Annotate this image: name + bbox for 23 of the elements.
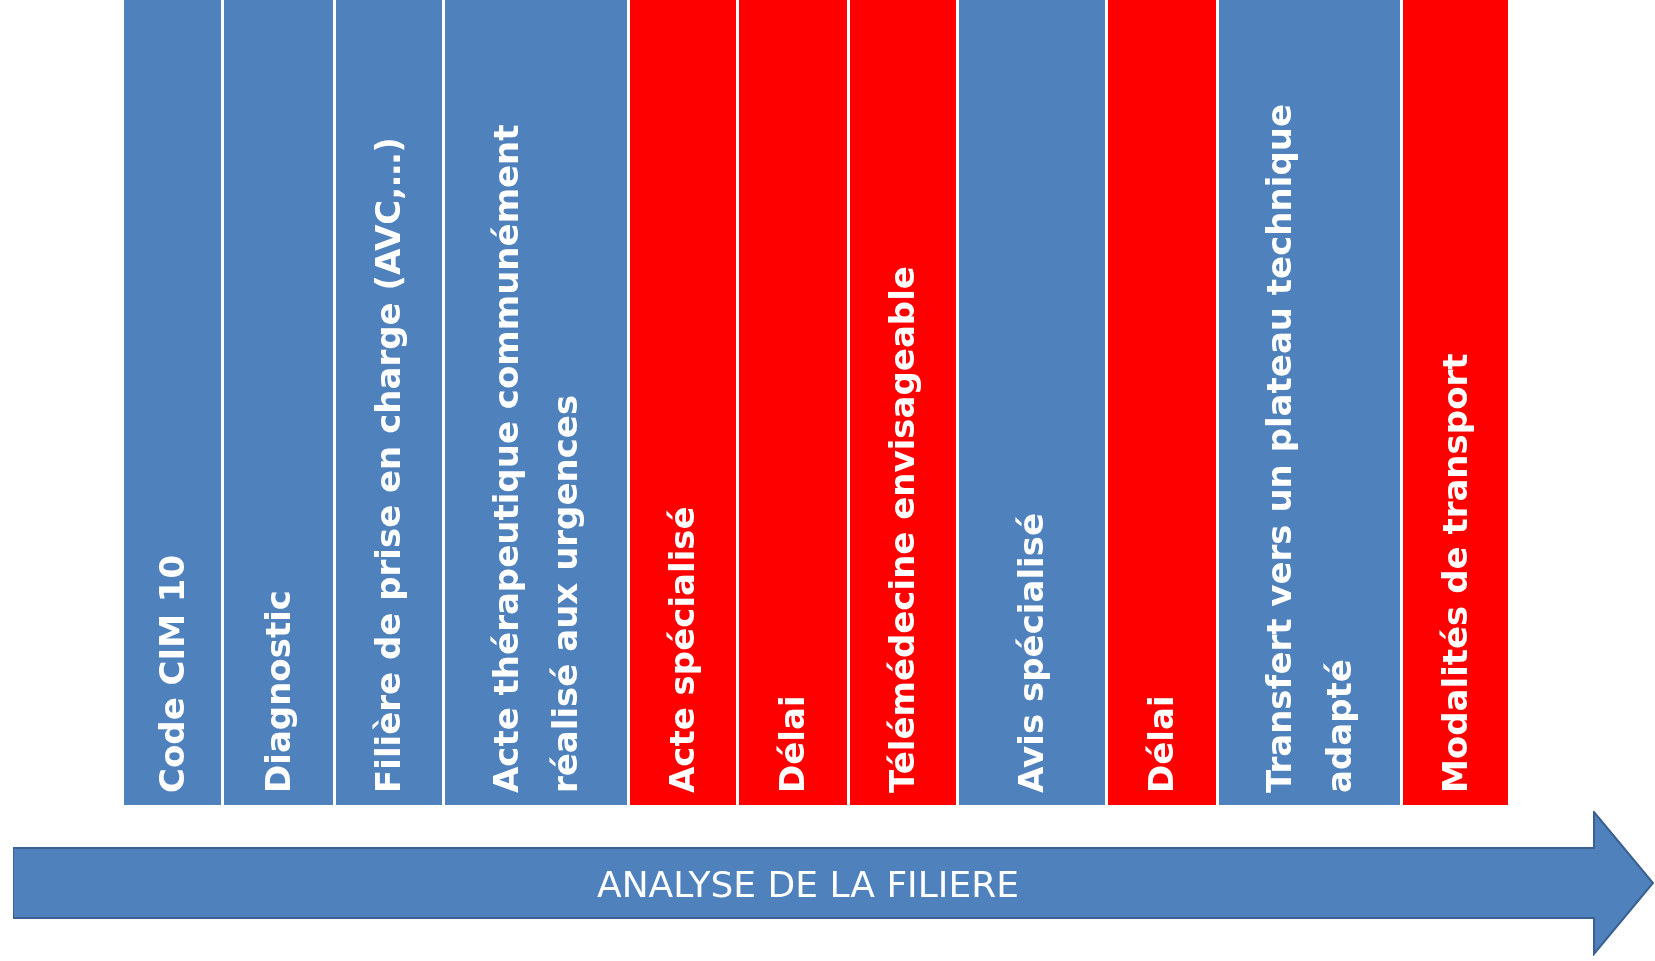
column-bar bbox=[223, 0, 333, 805]
column-label: Délai bbox=[1139, 695, 1182, 793]
column-bar bbox=[1218, 0, 1400, 805]
column-label: Modalités de transport bbox=[1433, 353, 1476, 793]
column-label: Transfert vers un plateau technique adapté bbox=[1257, 103, 1359, 793]
column-label: Avis spécialisé bbox=[1009, 513, 1052, 793]
column-bar bbox=[123, 0, 221, 805]
column-bar bbox=[1402, 0, 1508, 805]
column-label: Code CIM 10 bbox=[150, 554, 193, 793]
column-bar bbox=[1107, 0, 1216, 805]
column-bar bbox=[629, 0, 736, 805]
column-bar bbox=[335, 0, 442, 805]
column-bar bbox=[444, 0, 627, 805]
arrow-label: ANALYSE DE LA FILIERE bbox=[596, 863, 1020, 904]
column-bar bbox=[958, 0, 1105, 805]
column-label: Acte spécialisé bbox=[660, 506, 703, 793]
column-label: Acte thérapeutique communément réalisé aux urgences bbox=[484, 123, 586, 793]
column-bar bbox=[738, 0, 847, 805]
column-label: Filière de prise en charge (AVC,…) bbox=[366, 137, 409, 793]
column-label: Délai bbox=[770, 695, 813, 793]
column-label: Télémédecine envisageable bbox=[880, 266, 923, 793]
column-bar bbox=[849, 0, 956, 805]
column-label: Diagnostic bbox=[256, 589, 299, 793]
